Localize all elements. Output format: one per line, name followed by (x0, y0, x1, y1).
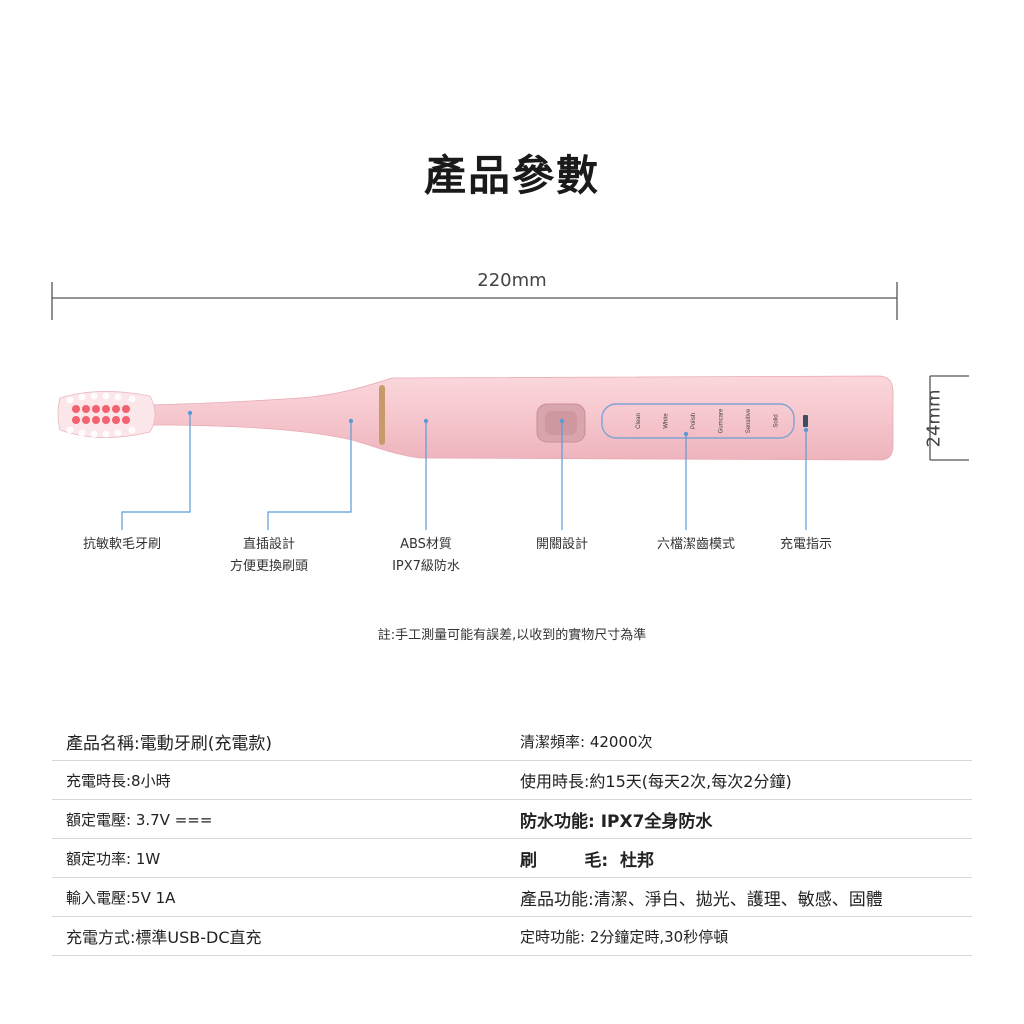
callout-plug-in-line2: 方便更換刷頭 (229, 559, 308, 574)
callout-switch-line1: 開關設計 (535, 537, 588, 552)
callout-modes: 六檔潔齒模式 (636, 534, 756, 556)
mode-label-white: White (664, 413, 670, 429)
gold-ring (379, 385, 385, 445)
measurement-note: 註:手工測量可能有誤差,以收到的實物尺寸為準 (377, 628, 647, 643)
mode-panel (601, 403, 795, 439)
mode-label-clean: Clean (636, 413, 642, 429)
spec-right: 刷 毛: 杜邦 (520, 850, 654, 871)
spec-right: 產品功能:清潔、淨白、拋光、護理、敏感、固體 (520, 889, 883, 910)
callout-plug-in: 直插設計 方便更換刷頭 (204, 534, 334, 578)
spec-row: 輸入電壓:5V 1A 產品功能:清潔、淨白、拋光、護理、敏感、固體 (52, 878, 972, 917)
callout-bristles-line1: 抗敏軟毛牙刷 (82, 537, 161, 552)
spec-row: 額定電壓: 3.7V === 防水功能: IPX7全身防水 (52, 800, 972, 839)
toothbrush-body: Clean White Polish Gumcare Sensitive Solid (57, 375, 894, 461)
callout-charge: 充電指示 (756, 534, 856, 556)
callout-bristles: 抗敏軟毛牙刷 (62, 534, 182, 556)
callout-material: ABS材質 IPX7級防水 (366, 534, 486, 578)
spec-right: 使用時長:約15天(每天2次,每次2分鐘) (520, 772, 792, 791)
charge-indicator-icon (803, 415, 808, 427)
spec-left: 額定功率: 1W (66, 849, 161, 868)
spec-row: 額定功率: 1W 刷 毛: 杜邦 (52, 839, 972, 878)
spec-row: 充電方式:標準USB-DC直充 定時功能: 2分鐘定時,30秒停頓 (52, 917, 972, 956)
length-dimension-label: 220mm (477, 270, 547, 291)
spec-left: 產品名稱:電動牙刷(充電款) (66, 733, 272, 754)
spec-left: 充電時長:8小時 (66, 771, 171, 790)
spec-row: 產品名稱:電動牙刷(充電款) 清潔頻率: 42000次 (52, 722, 972, 761)
callout-material-line2: IPX7級防水 (392, 559, 460, 574)
callout-switch: 開關設計 (502, 534, 622, 556)
spec-right: 清潔頻率: 42000次 (520, 732, 653, 751)
callout-material-line1: ABS材質 (400, 537, 452, 552)
callout-lines (121, 413, 807, 530)
spec-left: 額定電壓: 3.7V === (66, 810, 213, 829)
bristles-icon (72, 405, 130, 424)
spec-right: 定時功能: 2分鐘定時,30秒停頓 (520, 927, 729, 946)
spec-table: 產品名稱:電動牙刷(充電款) 清潔頻率: 42000次 充電時長:8小時 使用時… (52, 722, 972, 956)
diameter-dimension-line (929, 375, 969, 461)
mode-label-polish: Polish (691, 413, 697, 429)
spec-left: 輸入電壓:5V 1A (66, 888, 176, 907)
mode-label-solid: Solid (774, 414, 780, 427)
spec-left: 充電方式:標準USB-DC直充 (66, 928, 262, 947)
callout-modes-line1: 六檔潔齒模式 (656, 537, 735, 552)
mode-label-gumcare: Gumcare (719, 408, 725, 433)
callout-charge-line1: 充電指示 (779, 537, 832, 552)
length-dimension-line (51, 282, 898, 320)
page-title: 產品參數 (423, 151, 600, 200)
mode-label-sensitive: Sensitive (746, 408, 752, 433)
callout-plug-in-line1: 直插設計 (242, 537, 295, 552)
spec-row: 充電時長:8小時 使用時長:約15天(每天2次,每次2分鐘) (52, 761, 972, 800)
spec-right: 防水功能: IPX7全身防水 (520, 811, 713, 832)
